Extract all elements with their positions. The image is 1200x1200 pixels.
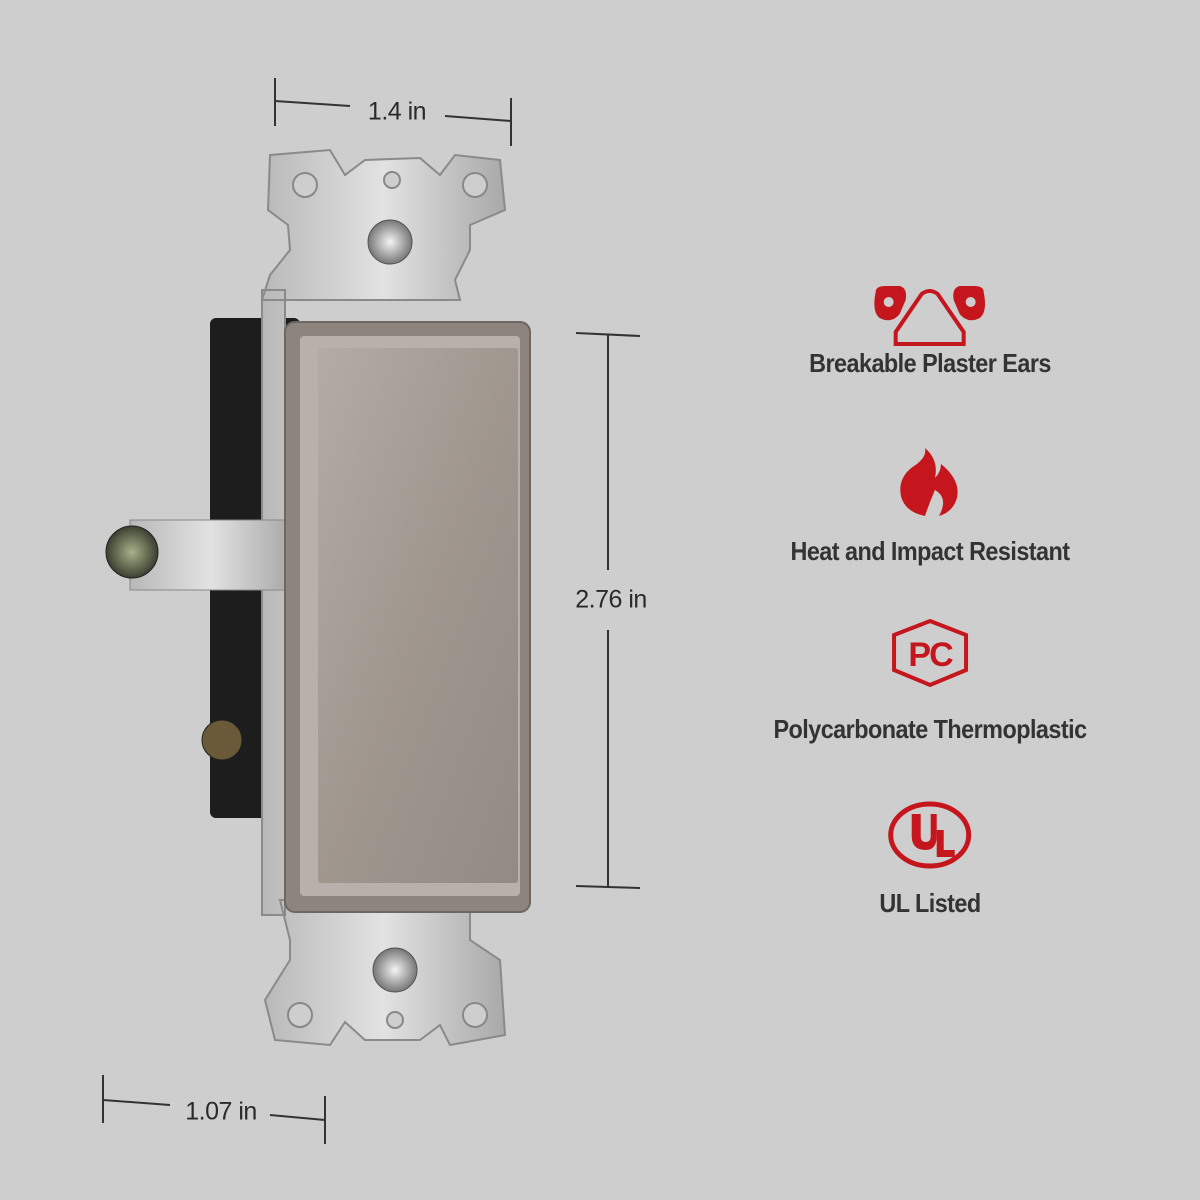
feature-polycarbonate: PC Polycarbonate Thermoplastic xyxy=(756,618,1104,745)
pc-hexagon-icon: PC xyxy=(892,618,968,688)
rocker-paddle xyxy=(318,348,518,883)
dimension-lines xyxy=(102,78,641,1144)
bottom-mounting-screw xyxy=(372,947,418,993)
flame-icon xyxy=(900,448,958,516)
feature-label: Polycarbonate Thermoplastic xyxy=(773,714,1087,744)
ul-logo-icon xyxy=(888,801,972,869)
depth-dimension: 1.07 in xyxy=(185,1097,257,1126)
ear-holes xyxy=(287,171,488,1029)
feature-plaster-ears: Breakable Plaster Ears xyxy=(796,284,1065,379)
svg-text:PC: PC xyxy=(908,636,953,674)
terminal-screw xyxy=(201,719,243,761)
feature-label: Heat and Impact Resistant xyxy=(790,536,1070,566)
plaster-ears-icon xyxy=(874,286,986,346)
feature-label: UL Listed xyxy=(879,888,981,918)
mounting-strap xyxy=(260,148,507,1047)
feature-label: Breakable Plaster Ears xyxy=(809,348,1051,378)
height-dimension: 2.76 in xyxy=(575,585,647,614)
ground-screw xyxy=(105,525,159,579)
width-dimension: 1.4 in xyxy=(367,97,427,126)
feature-ul-listed: UL Listed xyxy=(874,800,987,919)
top-mounting-screw xyxy=(367,219,413,265)
feature-heat-resistant: Heat and Impact Resistant xyxy=(775,446,1085,567)
